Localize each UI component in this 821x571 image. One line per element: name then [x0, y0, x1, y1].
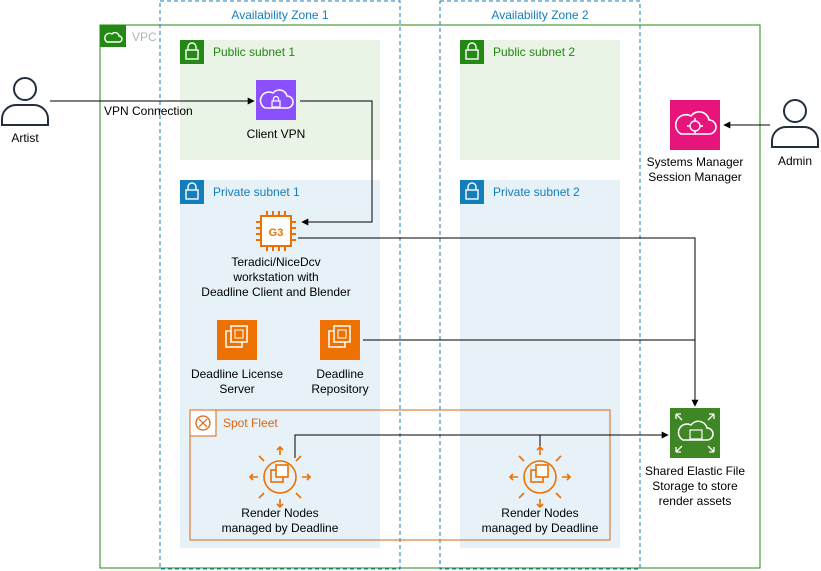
lock-icon: [180, 40, 204, 64]
vpc-boundary: [99, 24, 761, 569]
workstation-label-line-2: workstation with: [233, 270, 319, 284]
render-nodes-1-label: Render Nodes managed by Deadline: [205, 506, 355, 536]
ec2-instance-icon: [217, 320, 257, 360]
artist-label: Artist: [11, 131, 39, 145]
g3-instance-icon: G3: [256, 211, 296, 251]
workstation-label-line-1: Teradici/NiceDcv: [231, 255, 321, 269]
admin-label: Admin: [777, 154, 812, 168]
render-nodes-1-line-2: managed by Deadline: [221, 521, 339, 535]
lock-icon: [460, 40, 484, 64]
auto-scaling-icon: [248, 445, 312, 509]
private-subnet-2-label: Private subnet 2: [493, 185, 580, 199]
lock-icon: [460, 180, 484, 204]
vpn-to-workstation-arrow: [300, 100, 373, 226]
efs-line-2: Storage to store: [652, 479, 738, 493]
systems-manager-icon: [670, 100, 720, 150]
license-server-label-line-1: Deadline License: [190, 367, 284, 381]
availability-zone-2-label: Availability Zone 2: [491, 8, 589, 22]
public-subnet-2-label: Public subnet 2: [493, 45, 576, 59]
repository-label: Deadline Repository: [300, 367, 380, 397]
systems-manager-line-1: Systems Manager: [646, 155, 744, 169]
render-nodes-1-line-1: Render Nodes: [241, 506, 319, 520]
spot-fleet-label: Spot Fleet: [223, 416, 278, 430]
ec2-instance-icon: [320, 320, 360, 360]
render-nodes-2-label: Render Nodes managed by Deadline: [465, 506, 615, 536]
vpn-connection-label: VPN Connection: [104, 104, 193, 118]
systems-manager-label: Systems Manager Session Manager: [640, 155, 750, 185]
public-subnet-2-area: [460, 40, 620, 160]
availability-zone-1-boundary: [159, 0, 401, 570]
g3-badge-text: G3: [269, 227, 284, 239]
vpc-cloud-icon: [100, 25, 126, 47]
license-server-label-line-2: Server: [219, 382, 255, 396]
auto-scaling-icon: [508, 445, 572, 509]
efs-icon: [670, 408, 720, 458]
artist-person-icon: [1, 77, 49, 126]
public-subnet-1-label: Public subnet 1: [213, 45, 296, 59]
admin-person-icon: [771, 99, 819, 148]
lock-icon: [180, 180, 204, 204]
client-vpn-label: Client VPN: [246, 127, 306, 141]
workstation-label-line-3: Deadline Client and Blender: [201, 285, 351, 299]
availability-zone-1-label: Availability Zone 1: [231, 8, 329, 22]
efs-line-1: Shared Elastic File: [644, 464, 746, 478]
render-nodes-2-line-2: managed by Deadline: [481, 521, 599, 535]
systems-manager-line-2: Session Manager: [648, 170, 742, 184]
efs-line-3: render assets: [658, 494, 732, 508]
render-nodes-2-line-1: Render Nodes: [501, 506, 579, 520]
license-server-label: Deadline License Server: [182, 367, 292, 397]
repository-label-line-1: Deadline: [316, 367, 364, 381]
efs-label: Shared Elastic File Storage to store ren…: [635, 464, 755, 509]
private-subnet-1-label: Private subnet 1: [213, 185, 300, 199]
workstation-label: Teradici/NiceDcv workstation with Deadli…: [176, 255, 376, 300]
vpc-label: VPC: [132, 30, 157, 44]
private-subnet-2-area: [460, 180, 620, 548]
render-nodes-to-efs-arrow: [294, 431, 669, 458]
spot-fleet-icon: [189, 409, 217, 437]
client-vpn-icon: [256, 80, 296, 120]
repository-to-efs-arrow: [363, 339, 696, 406]
repository-label-line-2: Repository: [311, 382, 369, 396]
availability-zone-2-boundary: [439, 0, 641, 570]
spot-fleet-boundary: [189, 409, 611, 541]
